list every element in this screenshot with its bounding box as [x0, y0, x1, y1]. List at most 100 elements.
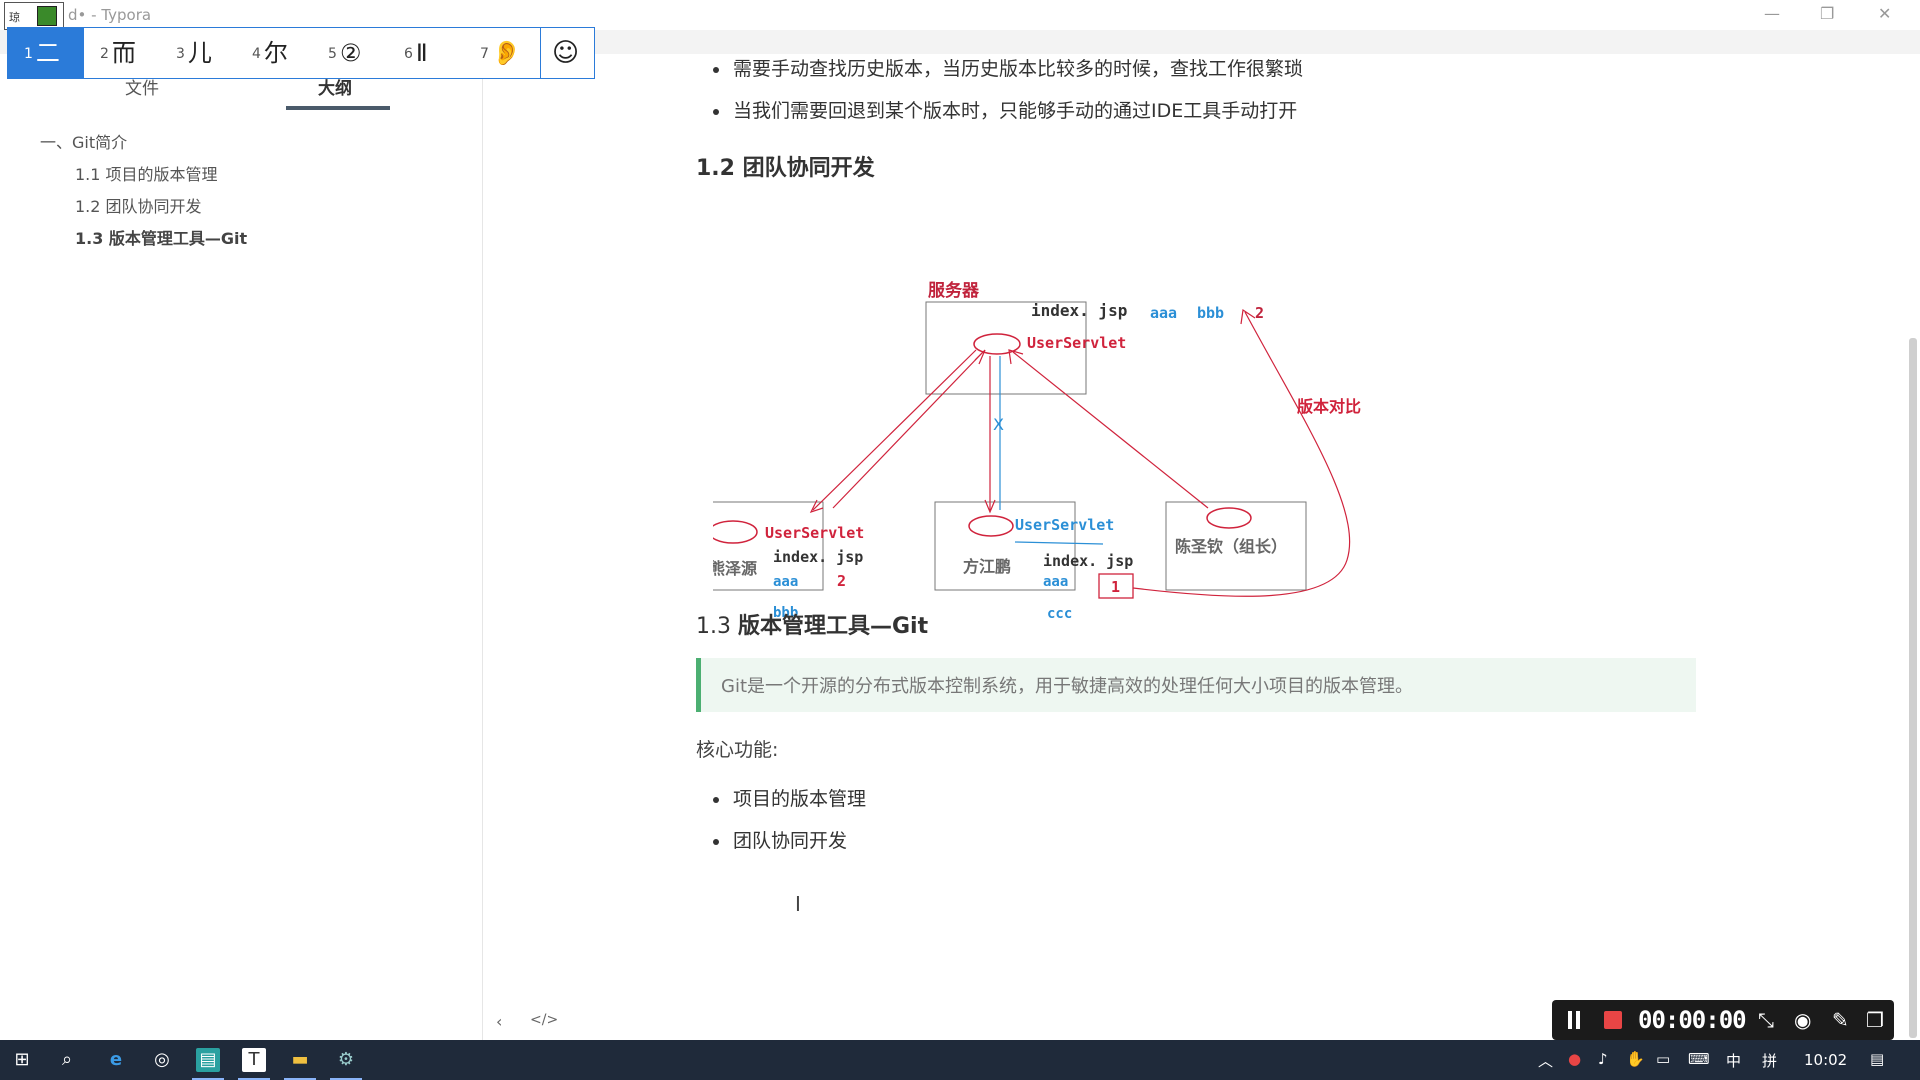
- version-compare-curve: [1132, 311, 1351, 597]
- active-indicator: [192, 1078, 224, 1080]
- vertical-scrollbar[interactable]: [1909, 338, 1917, 1038]
- ime-status-icon: [37, 6, 57, 26]
- arrow-head: [974, 349, 986, 365]
- user2-aaa-label: aaa: [1043, 574, 1068, 590]
- tray-chevron-icon[interactable]: ︿: [1538, 1052, 1554, 1070]
- text-cursor-icon: I: [795, 892, 801, 916]
- arrow-user3-to-server: [1012, 351, 1209, 509]
- editor-content[interactable]: 需要手动查找历史版本，当历史版本比较多的时候，查找工作很繁琐 当我们需要回退到某…: [483, 54, 1903, 1040]
- clock[interactable]: 10:02: [1804, 1051, 1848, 1069]
- ime-candidate-num: 5: [328, 46, 337, 62]
- window-icon[interactable]: ❐: [1866, 1008, 1884, 1032]
- core-features-label: 核心功能:: [696, 739, 779, 761]
- hand-icon[interactable]: ✋: [1626, 1050, 1645, 1068]
- restore-button[interactable]: ❐: [1820, 4, 1835, 23]
- notification-icon[interactable]: ▤: [1870, 1050, 1885, 1068]
- user1-servlet-label: UserServlet: [765, 524, 864, 542]
- chrome-icon[interactable]: ◎: [154, 1049, 170, 1070]
- outline-item-version-mgmt[interactable]: 1.1 项目的版本管理: [75, 165, 218, 184]
- ime-candidate-num: 1: [24, 46, 33, 62]
- pause-icon[interactable]: [1568, 1011, 1572, 1029]
- bullet-icon: [713, 796, 719, 803]
- keyboard-icon[interactable]: ⌨: [1688, 1050, 1710, 1068]
- collapse-icon[interactable]: ⤡: [1758, 1008, 1774, 1032]
- outline-item-git-intro[interactable]: 一、Git简介: [40, 133, 128, 152]
- microphone-icon[interactable]: ♪: [1598, 1050, 1608, 1068]
- arrow-head: [1008, 349, 1024, 365]
- edge-browser-icon[interactable]: e: [109, 1049, 123, 1070]
- server-label: 服务器: [928, 280, 980, 300]
- ime-separator: [540, 28, 541, 78]
- app-icon-idea[interactable]: ▤: [196, 1048, 220, 1072]
- user1-aaa-label: aaa: [773, 574, 798, 590]
- user3-name-label: 陈圣钦（组长）: [1175, 537, 1287, 556]
- user1-box: [713, 501, 824, 591]
- app-icon[interactable]: 琼: [4, 2, 64, 30]
- ime-mode-indicator[interactable]: 拼: [1762, 1052, 1778, 1070]
- list-item-text: 需要手动查找历史版本，当历史版本比较多的时候，查找工作很繁琐: [733, 58, 1304, 80]
- ime-candidate-text: ②: [339, 39, 362, 67]
- server-servlet-label: UserServlet: [1027, 334, 1126, 352]
- file-explorer-icon[interactable]: ▬: [291, 1049, 309, 1070]
- tab-file[interactable]: 文件: [125, 79, 159, 99]
- ime-candidate-7[interactable]: 7👂: [464, 28, 540, 78]
- conflict-x-mark: X: [993, 415, 1004, 434]
- server-aaa-label: aaa: [1150, 304, 1177, 322]
- user2-ccc-label: ccc: [1047, 606, 1072, 622]
- search-icon[interactable]: ⌕: [61, 1049, 73, 1070]
- user3-box: [1165, 501, 1307, 591]
- user1-name-label: 熊泽源: [713, 559, 757, 578]
- list-item: 项目的版本管理: [713, 784, 866, 811]
- blockquote-text: Git是一个开源的分布式版本控制系统，用于敏捷高效的处理任何大小项目的版本管理。: [721, 676, 1414, 697]
- outline-item-git-tool[interactable]: 1.3 版本管理工具—Git: [75, 229, 248, 248]
- tab-outline[interactable]: 大纲: [318, 79, 352, 99]
- user1-file-label: index. jsp: [773, 548, 863, 566]
- source-mode-button[interactable]: </>: [530, 1012, 559, 1028]
- ime-language-indicator[interactable]: 中: [1726, 1052, 1742, 1070]
- recording-tray-icon[interactable]: ●: [1568, 1050, 1582, 1068]
- list-item-text: 当我们需要回退到某个版本时，只能够手动的通过IDE工具手动打开: [733, 100, 1298, 122]
- camera-icon[interactable]: ◉: [1794, 1008, 1812, 1032]
- windows-start-icon[interactable]: ⊞: [14, 1049, 30, 1070]
- active-indicator: [238, 1078, 270, 1080]
- collaboration-diagram: 服务器 index. jsp aaa bbb 2 UserServlet Use…: [713, 280, 1361, 622]
- user2-servlet-label: UserServlet: [1015, 516, 1114, 534]
- server-bbb-label: bbb: [1197, 304, 1224, 322]
- emoji-icon[interactable]: ☺: [552, 38, 580, 68]
- bullet-icon: [713, 838, 719, 845]
- arrow-head: [809, 499, 824, 514]
- app-icon-typora[interactable]: T: [242, 1048, 266, 1072]
- stop-icon[interactable]: [1604, 1011, 1622, 1029]
- list-item: 团队协同开发: [713, 826, 847, 853]
- ime-candidate-text: 尔: [263, 39, 288, 67]
- list-item: 当我们需要回退到某个版本时，只能够手动的通过IDE工具手动打开: [713, 96, 1297, 123]
- user2-version-box: [1098, 573, 1134, 599]
- app-icon-label: 琼: [9, 11, 20, 24]
- arrow-server-to-user1: [812, 349, 977, 511]
- active-indicator: [330, 1078, 362, 1080]
- network-icon[interactable]: ▭: [1656, 1050, 1671, 1068]
- user1-ellipse: [713, 520, 758, 544]
- title-bar: 琼 d• - Typora — ❐ ✕: [0, 0, 1920, 30]
- window-title: d• - Typora: [68, 6, 152, 24]
- pen-icon[interactable]: ✎: [1832, 1008, 1849, 1032]
- app-icon-tool[interactable]: ⚙: [337, 1049, 355, 1070]
- close-button[interactable]: ✕: [1878, 4, 1892, 23]
- outline-item-team-dev[interactable]: 1.2 团队协同开发: [75, 197, 202, 216]
- minimize-button[interactable]: —: [1764, 4, 1780, 23]
- screen-recorder-widget: 00:00:00 ⤡ ◉ ✎ ❐: [1552, 1000, 1894, 1040]
- user3-ellipse: [1206, 507, 1252, 529]
- user2-ellipse: [968, 515, 1014, 537]
- ime-candidate-num: 7: [480, 46, 489, 62]
- ime-candidate-num: 3: [176, 46, 185, 62]
- user2-version-label: 1: [1111, 578, 1120, 596]
- bullet-icon: [713, 66, 719, 73]
- back-button[interactable]: ‹: [496, 1012, 503, 1031]
